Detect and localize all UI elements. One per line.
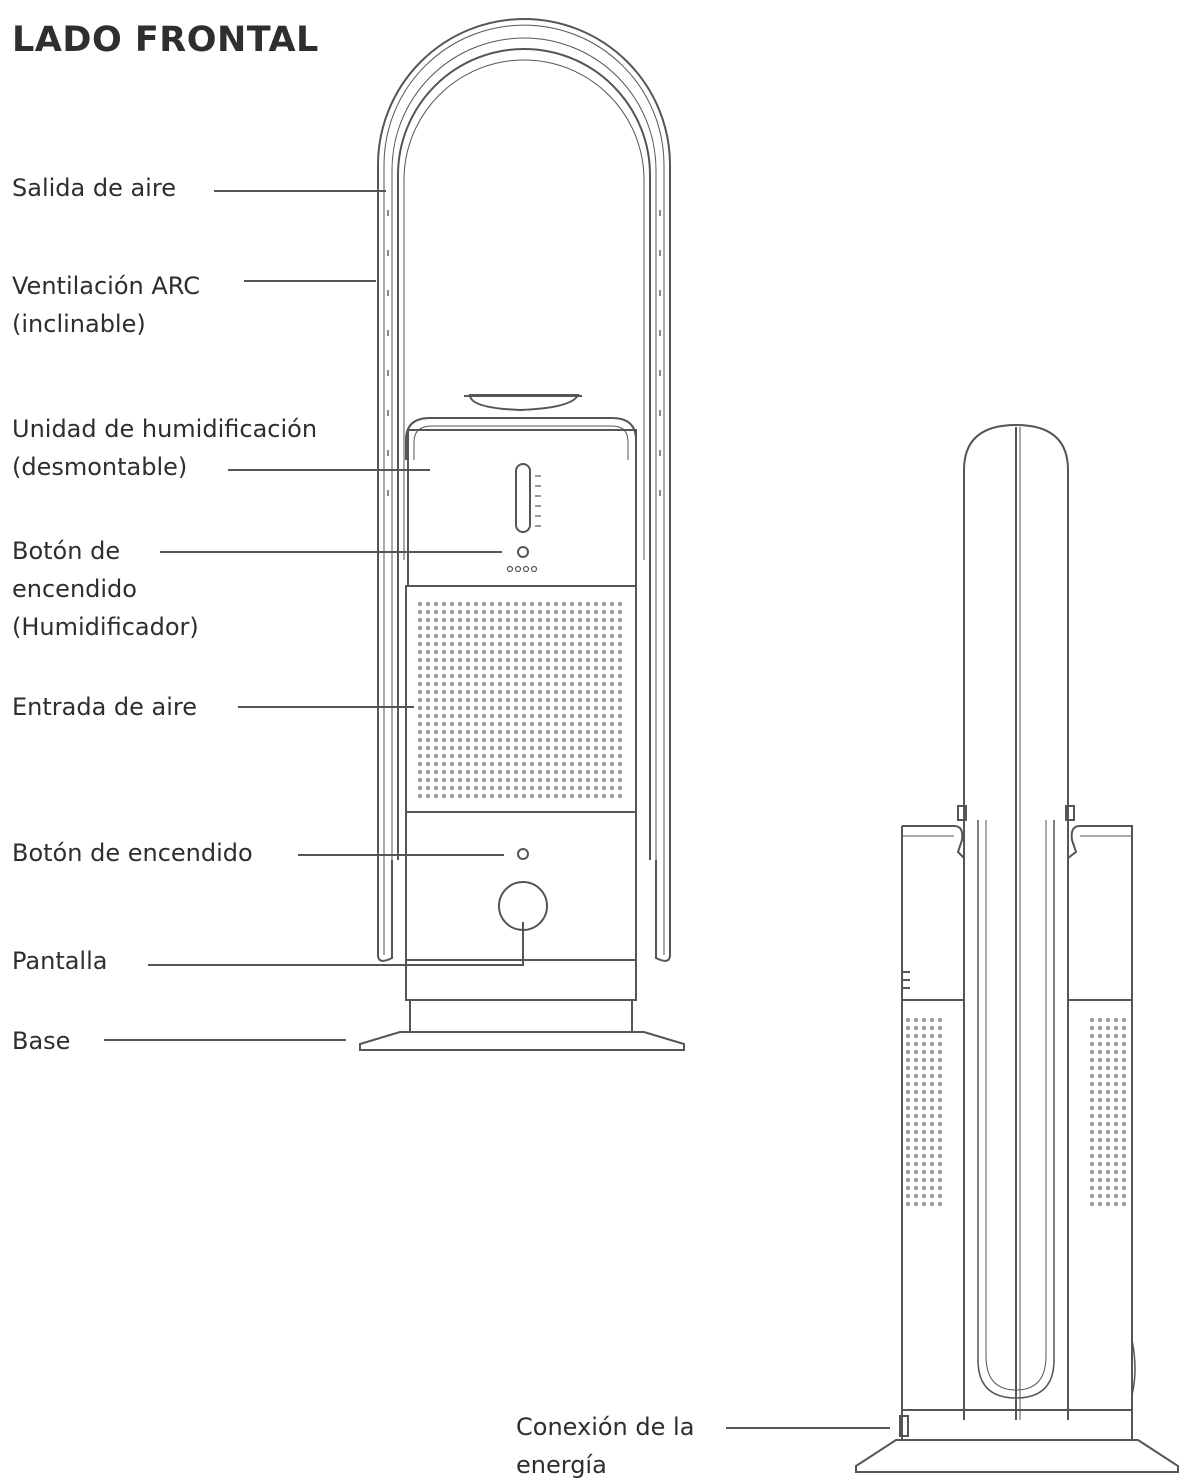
humidifier-cap [468,394,580,412]
label-humidifier-power-button: Botón de encendido (Humidificador) [12,537,199,641]
arc-loop-inner [391,37,657,860]
side-base [855,1439,1179,1473]
water-level-window [515,463,531,533]
power-connection-port [899,1415,909,1437]
label-air-outlet: Salida de aire [12,174,176,202]
side-body [901,825,1133,1411]
side-view [855,423,1179,1473]
power-button [517,848,529,860]
side-grille-right [1090,1018,1130,1208]
page-title: LADO FRONTAL [12,20,319,60]
side-grille-left [904,1018,944,1208]
arc-loop-inner-2 [397,48,651,860]
front-view [359,18,685,1051]
arc-loop-outer [377,18,671,955]
label-base: Base [12,1027,71,1055]
vent-slots [387,210,661,496]
humidifier-power-button [517,546,529,558]
humidifier-indicator-dots [506,565,538,573]
side-column [963,423,1069,1420]
label-arc-vent: Ventilación ARC (inclinable) [12,272,201,338]
label-display: Pantalla [12,947,108,975]
base [359,1031,685,1051]
label-power-button: Botón de encendido [12,839,253,867]
arc-loop-inner-3 [403,59,645,560]
label-humidifier-unit: Unidad de humidificación (desmontable) [12,415,318,481]
label-power-connection: Conexión de la energía [516,1413,695,1479]
humidifier-unit [405,417,637,460]
leader-lines [104,190,890,1429]
arc-loop-outer-2 [383,24,665,955]
air-inlet-grille [418,600,624,800]
label-air-inlet: Entrada de aire [12,693,198,721]
